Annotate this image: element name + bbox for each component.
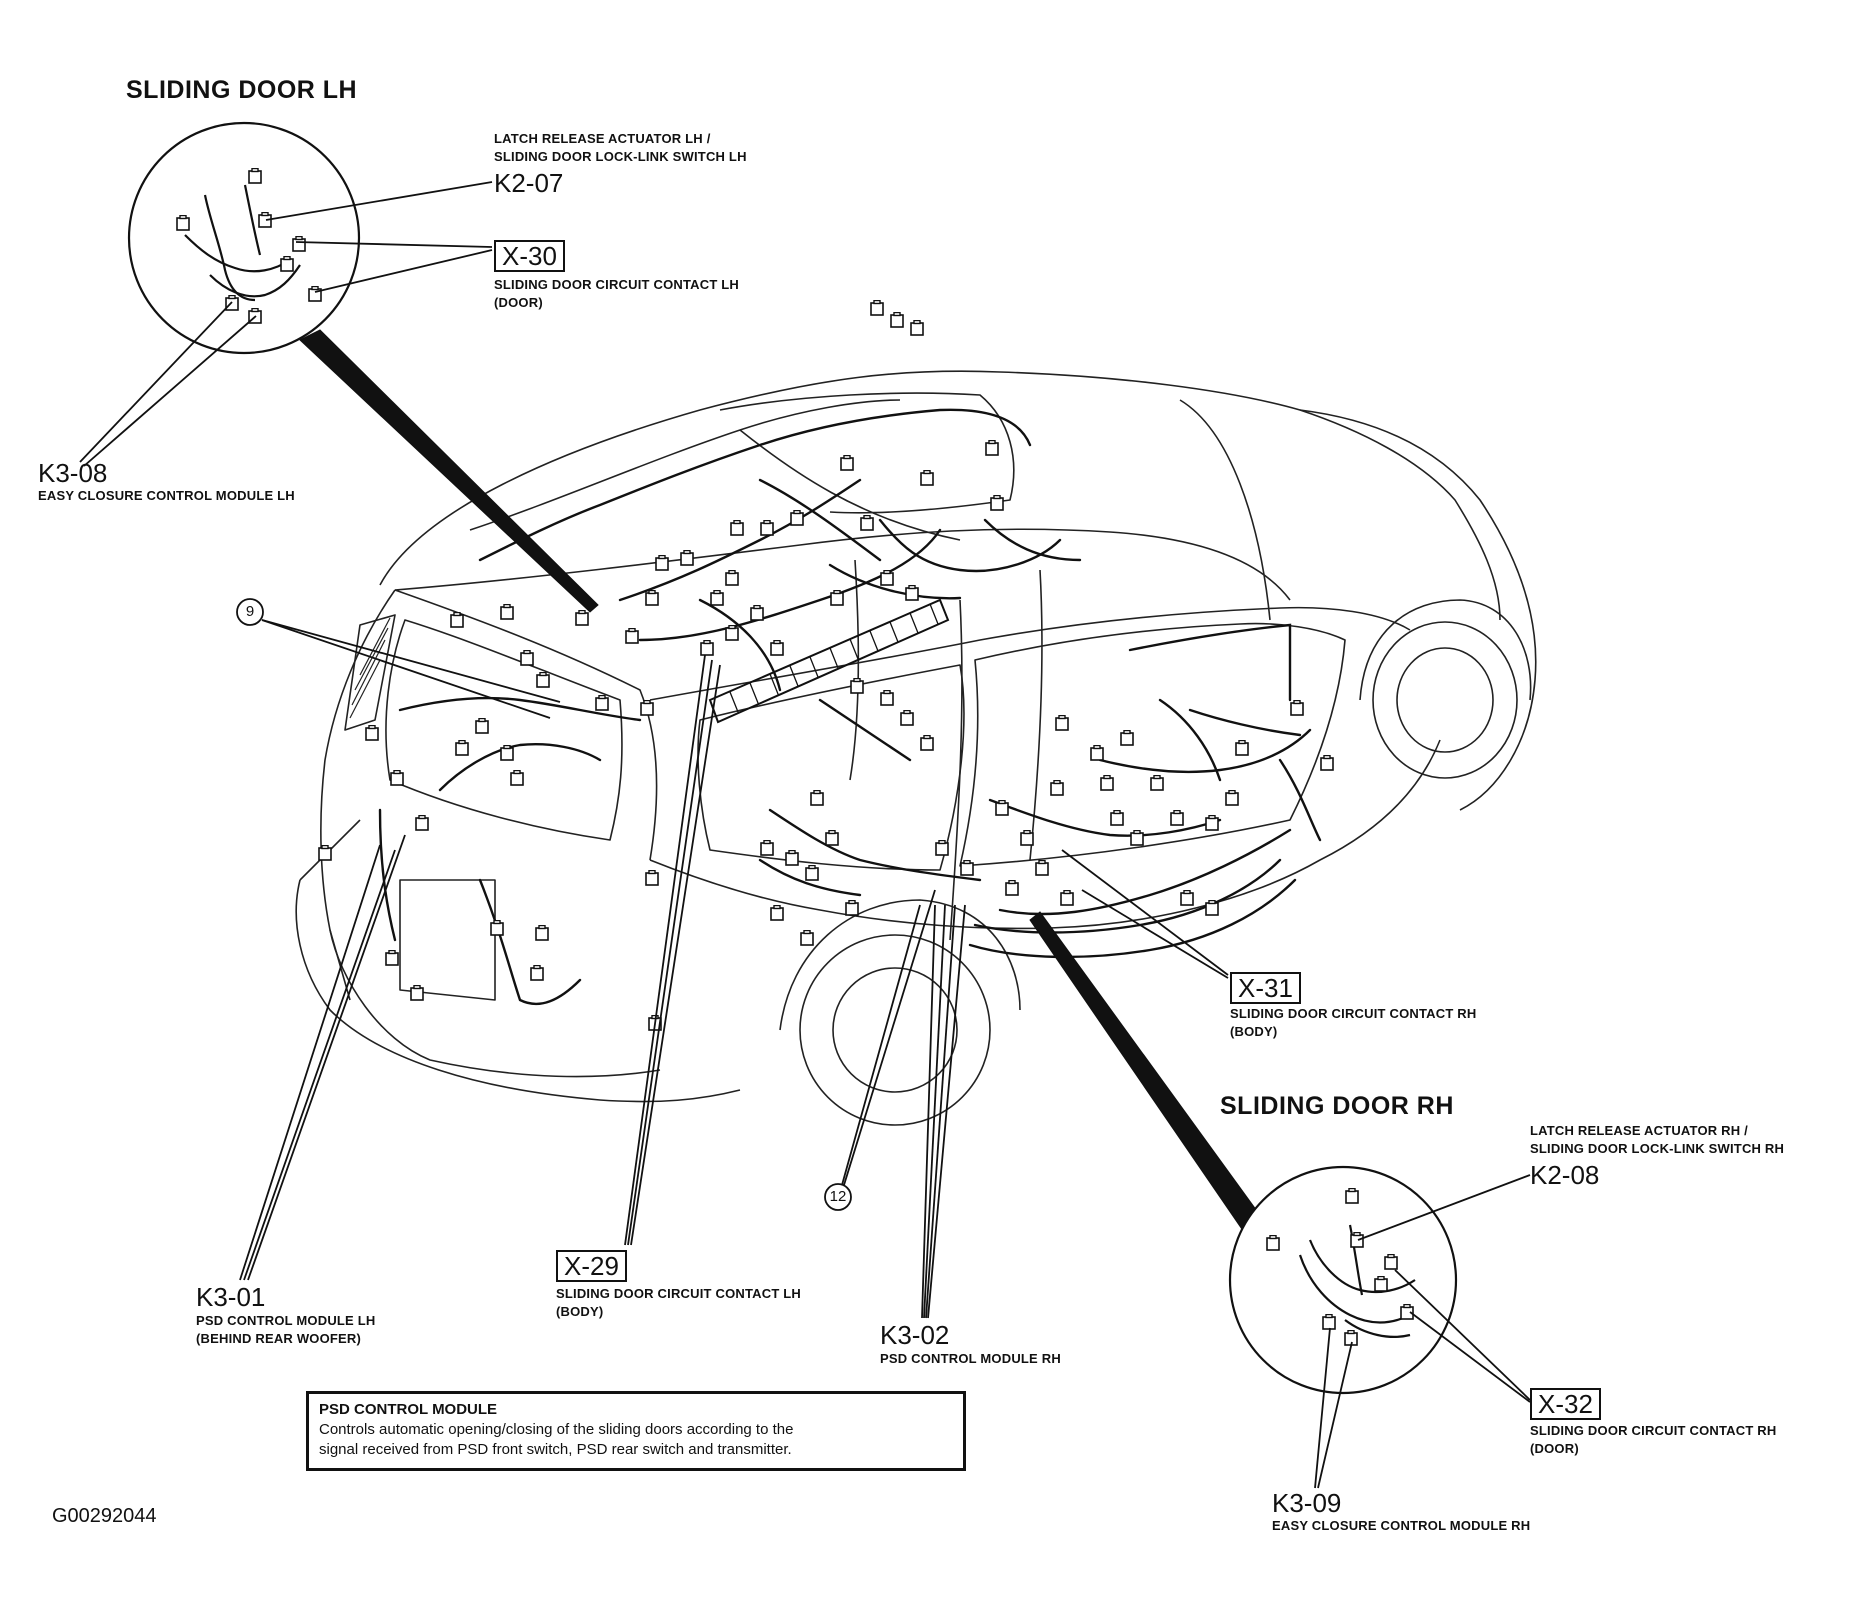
psd-control-module-info-box: PSD CONTROL MODULE Controls automatic op… bbox=[306, 1391, 966, 1471]
leader-lines bbox=[79, 181, 1531, 1489]
k2-07-line-1: LATCH RELEASE ACTUATOR LH / bbox=[494, 131, 711, 146]
k3-09-line-1: EASY CLOSURE CONTROL MODULE RH bbox=[1272, 1518, 1531, 1533]
x-30-line-2: (DOOR) bbox=[494, 295, 543, 310]
info-box-line-2: signal received from PSD front switch, P… bbox=[319, 1441, 792, 1458]
k2-08-line-2: SLIDING DOOR LOCK-LINK SWITCH RH bbox=[1530, 1141, 1785, 1156]
info-box-line-1: Controls automatic opening/closing of th… bbox=[319, 1421, 794, 1438]
k3-08-line-1: EASY CLOSURE CONTROL MODULE LH bbox=[38, 488, 295, 503]
x-30-description: SLIDING DOOR CIRCUIT CONTACT LH (DOOR) bbox=[494, 276, 739, 312]
k2-07-line-2: SLIDING DOOR LOCK-LINK SWITCH LH bbox=[494, 149, 747, 164]
k2-07-description: LATCH RELEASE ACTUATOR LH / SLIDING DOOR… bbox=[494, 130, 747, 166]
connectors bbox=[318, 300, 1334, 1031]
k3-01-description: PSD CONTROL MODULE LH (BEHIND REAR WOOFE… bbox=[196, 1312, 375, 1348]
x-29-code: X-29 bbox=[556, 1250, 627, 1282]
k3-02-description: PSD CONTROL MODULE RH bbox=[880, 1350, 1061, 1368]
figure-id: G00292044 bbox=[52, 1505, 157, 1527]
k2-08-description: LATCH RELEASE ACTUATOR RH / SLIDING DOOR… bbox=[1530, 1122, 1784, 1158]
x-31-line-1: SLIDING DOOR CIRCUIT CONTACT RH bbox=[1230, 1006, 1477, 1021]
title-sliding-door-rh: SLIDING DOOR RH bbox=[1220, 1092, 1454, 1120]
x-30-code: X-30 bbox=[494, 240, 565, 272]
k2-07-code: K2-07 bbox=[494, 168, 564, 198]
ground-point-9: 9 bbox=[245, 603, 255, 620]
x-32-description: SLIDING DOOR CIRCUIT CONTACT RH (DOOR) bbox=[1530, 1422, 1776, 1458]
k3-02-line-1: PSD CONTROL MODULE RH bbox=[880, 1351, 1061, 1366]
k3-09-code: K3-09 bbox=[1272, 1488, 1342, 1518]
k3-02-code: K3-02 bbox=[880, 1320, 950, 1350]
k3-08-description: EASY CLOSURE CONTROL MODULE LH bbox=[38, 487, 295, 505]
k2-08-code: K2-08 bbox=[1530, 1160, 1600, 1190]
title-sliding-door-lh: SLIDING DOOR LH bbox=[126, 76, 358, 104]
x-29-description: SLIDING DOOR CIRCUIT CONTACT LH (BODY) bbox=[556, 1285, 801, 1321]
info-box-heading: PSD CONTROL MODULE bbox=[319, 1401, 498, 1418]
k3-01-code: K3-01 bbox=[196, 1282, 266, 1312]
sliding-door-lh-detail bbox=[127, 121, 599, 613]
k3-01-line-1: PSD CONTROL MODULE LH bbox=[196, 1313, 376, 1328]
x-32-code: X-32 bbox=[1530, 1388, 1601, 1420]
x-32-line-2: (DOOR) bbox=[1530, 1441, 1579, 1456]
ground-point-12: 12 bbox=[829, 1188, 847, 1205]
x-32-line-1: SLIDING DOOR CIRCUIT CONTACT RH bbox=[1530, 1423, 1777, 1438]
x-29-line-2: (BODY) bbox=[556, 1304, 604, 1319]
x-29-line-1: SLIDING DOOR CIRCUIT CONTACT LH bbox=[556, 1286, 801, 1301]
k3-09-description: EASY CLOSURE CONTROL MODULE RH bbox=[1272, 1517, 1530, 1535]
wiring-harness bbox=[378, 408, 1322, 1006]
k2-08-line-1: LATCH RELEASE ACTUATOR RH / bbox=[1530, 1123, 1748, 1138]
k3-01-line-2: (BEHIND REAR WOOFER) bbox=[196, 1331, 362, 1346]
x-31-line-2: (BODY) bbox=[1230, 1024, 1278, 1039]
x-31-code: X-31 bbox=[1230, 972, 1301, 1004]
k3-08-code: K3-08 bbox=[38, 458, 108, 488]
x-31-description: SLIDING DOOR CIRCUIT CONTACT RH (BODY) bbox=[1230, 1005, 1476, 1041]
x-30-line-1: SLIDING DOOR CIRCUIT CONTACT LH bbox=[494, 277, 739, 292]
